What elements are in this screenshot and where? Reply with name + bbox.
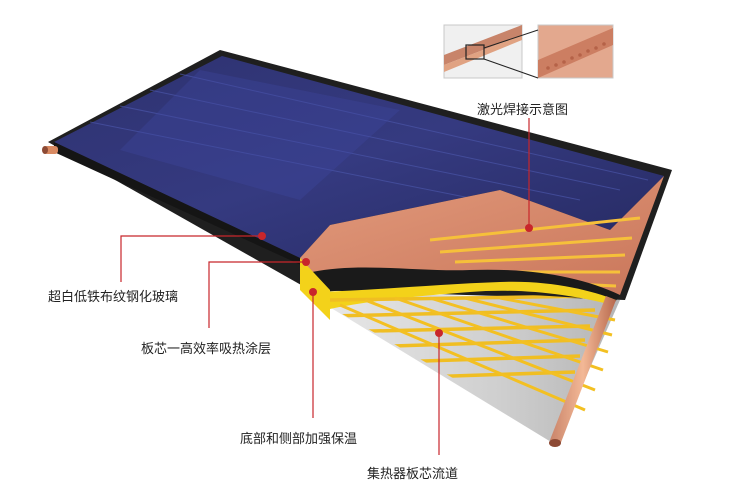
- leader-lines: [120, 118, 530, 455]
- label-insulation: 底部和侧部加强保温: [240, 432, 358, 447]
- absorber-ribs: [429, 216, 641, 288]
- laser-weld-inset-left: [443, 24, 523, 79]
- callout-dot-channels: [435, 329, 443, 337]
- callout-dot-insulation: [309, 288, 317, 296]
- inset-connector: [483, 58, 539, 79]
- leader-coating: [208, 261, 306, 328]
- callout-dot-coating: [302, 258, 310, 266]
- leader-glass: [120, 235, 262, 282]
- laser-weld-inset-right: [537, 24, 614, 79]
- callout-dot-laser: [525, 224, 533, 232]
- inset-connector: [483, 29, 539, 49]
- label-glass: 超白低铁布纹钢化玻璃: [48, 290, 179, 305]
- label-channels: 集热器板芯流道: [367, 467, 459, 482]
- insulation-layer: [318, 281, 616, 310]
- label-coating: 板芯一高效率吸热涂层: [141, 342, 272, 357]
- callout-dots: [258, 224, 533, 337]
- callout-dot-glass: [258, 232, 266, 240]
- glass-highlight: [120, 70, 400, 200]
- channel-lines: [339, 296, 616, 412]
- glass-cover: [54, 56, 664, 258]
- glass-streaks: [89, 73, 649, 211]
- glass-edge: [54, 142, 312, 270]
- label-laser-weld: 激光焊接示意图: [477, 103, 569, 118]
- header-tube: [550, 296, 616, 445]
- header-tube-end: [549, 439, 561, 447]
- inlet-tube-end: [42, 146, 48, 154]
